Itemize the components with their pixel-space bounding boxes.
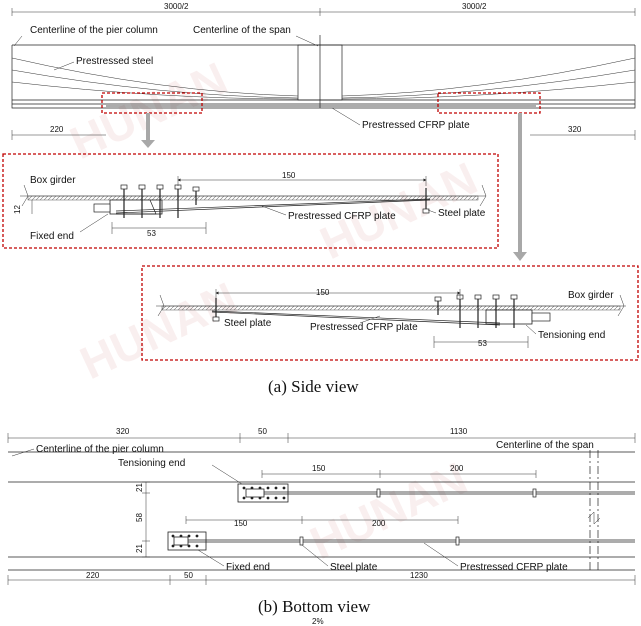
bottom-view: 320 50 1130 <box>7 427 636 585</box>
label-box-girder-fixed: Box girder <box>30 175 76 186</box>
caption-side-view: (a) Side view <box>268 377 359 396</box>
dim-150-fixed: 150 <box>282 171 296 180</box>
label-fixed-end-detail: Fixed end <box>30 231 74 242</box>
dim-21-top: 21 <box>135 483 144 492</box>
dim-12-fixed: 12 <box>13 205 22 214</box>
label-cfrp-bottom: Prestressed CFRP plate <box>460 562 568 573</box>
label-steel-plate-bottom: Steel plate <box>330 562 378 573</box>
dim-220-bottom: 220 <box>86 571 100 580</box>
dim-200-bot: 200 <box>372 519 386 528</box>
dim-1130: 1130 <box>450 427 468 436</box>
dim-50-bot: 50 <box>184 571 193 580</box>
dim-150-tension: 150 <box>316 288 330 297</box>
svg-text:HUNAN: HUNAN <box>72 272 245 389</box>
dim-320-bottom: 320 <box>116 427 130 436</box>
dim-150-top: 150 <box>312 464 326 473</box>
dim-half-right: 3000/2 <box>462 2 487 11</box>
detail-fixed-frame <box>2 153 499 249</box>
label-box-girder-tension: Box girder <box>568 290 614 301</box>
dim-220-side: 220 <box>50 125 64 134</box>
dim-320-side: 320 <box>568 125 582 134</box>
side-view: 3000/2 3000/2 Centerline of the pier col… <box>11 2 636 261</box>
label-tensioning-end-bottom: Tensioning end <box>118 458 185 469</box>
footer-fragment: 2% <box>312 617 324 626</box>
dim-1230: 1230 <box>410 571 428 580</box>
label-cfrp-fixed: Prestressed CFRP plate <box>288 211 396 222</box>
dim-53-tension: 53 <box>478 339 487 348</box>
label-centerline-pier-bottom: Centerline of the pier column <box>36 444 164 455</box>
svg-text:HUNAN: HUNAN <box>302 452 475 569</box>
detail-tension-end: 150 53 Box girder Steel plate Prestresse… <box>141 265 639 361</box>
dim-150-bot: 150 <box>234 519 248 528</box>
caption-bottom-view: (b) Bottom view <box>258 597 371 616</box>
dim-half-left: 3000/2 <box>164 2 189 11</box>
label-cfrp-tension: Prestressed CFRP plate <box>310 322 418 333</box>
label-centerline-span: Centerline of the span <box>193 25 291 36</box>
label-prestressed-steel: Prestressed steel <box>76 56 153 67</box>
label-steel-plate-fixed: Steel plate <box>438 208 486 219</box>
callout-arrow-left <box>141 113 155 148</box>
label-fixed-end-bottom: Fixed end <box>226 562 270 573</box>
dim-50-top: 50 <box>258 427 267 436</box>
dim-58: 58 <box>135 513 144 522</box>
detail-tension-frame <box>141 265 639 361</box>
label-tensioning-end-detail: Tensioning end <box>538 330 605 341</box>
detail-fixed-end: 150 53 12 Box girder Fixed end Prestress… <box>2 153 499 249</box>
highlight-fixed-end <box>101 92 203 114</box>
dim-21-bot: 21 <box>135 544 144 553</box>
dim-53-fixed: 53 <box>147 229 156 238</box>
label-centerline-span-bottom: Centerline of the span <box>496 440 594 451</box>
dim-200-top: 200 <box>450 464 464 473</box>
label-centerline-pier: Centerline of the pier column <box>30 25 158 36</box>
highlight-tension-end <box>437 92 541 114</box>
callout-arrow-right <box>513 113 527 261</box>
label-steel-plate-tension: Steel plate <box>224 318 272 329</box>
svg-text:HUNAN: HUNAN <box>62 52 235 169</box>
label-cfrp-side: Prestressed CFRP plate <box>362 120 470 131</box>
